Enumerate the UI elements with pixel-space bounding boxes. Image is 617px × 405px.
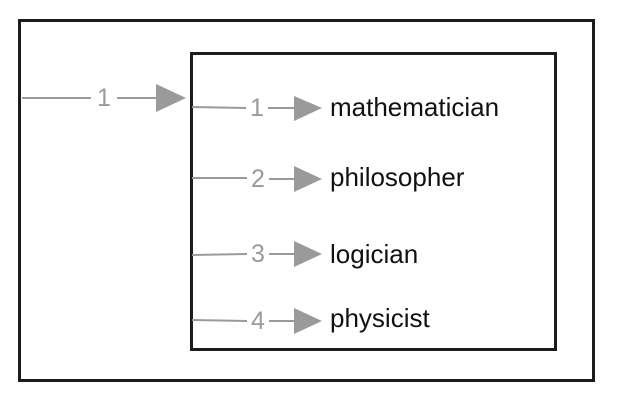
role-name-philosopher: philosopher [330,162,465,192]
role-arrowhead [294,166,322,192]
role-arrow-4: 4 physicist [191,303,430,335]
role-line-left [191,253,248,256]
role-arrow-2: 2 philosopher [192,162,465,193]
inner-frame [190,52,557,351]
outer-input-arrowhead [156,84,186,112]
role-index-label: 3 [251,240,265,268]
role-name-physicist: physicist [330,303,430,333]
role-line-left [191,106,247,109]
role-arrowhead [294,96,322,121]
role-name-logician: logician [330,239,418,269]
role-arrow-3: 3 logician [191,239,418,269]
role-index-label: 4 [251,307,265,335]
role-arrowhead [294,241,322,267]
role-arrow-1: 1 mathematician [191,92,499,122]
outer-input-arrow: 1 [22,84,186,112]
role-name-mathematician: mathematician [330,92,499,122]
outer-frame [18,19,595,382]
role-line-left [191,319,248,322]
role-index-label: 1 [250,94,264,122]
role-arrowhead [294,308,322,334]
role-index-label: 2 [251,165,265,193]
outer-input-label: 1 [97,84,111,112]
